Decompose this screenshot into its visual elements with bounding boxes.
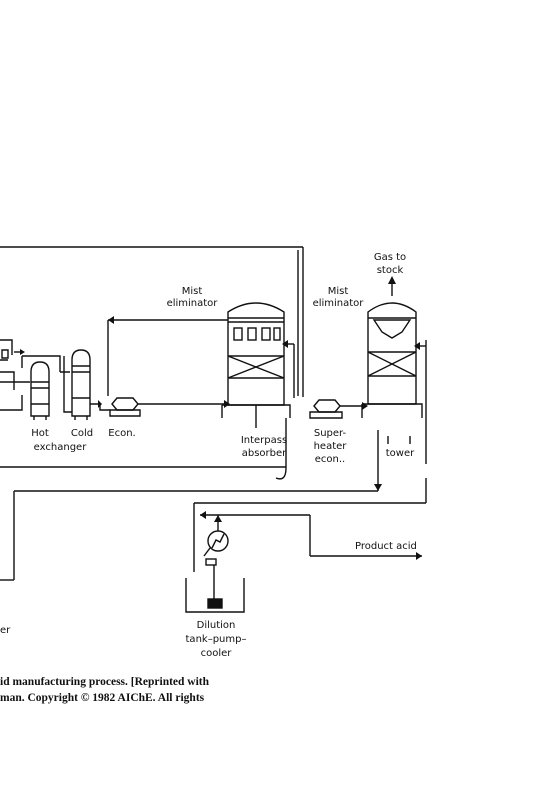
superheater-label-1: Super- bbox=[314, 428, 347, 439]
hot-label: Hot bbox=[31, 428, 49, 439]
econ-label: Econ. bbox=[108, 428, 135, 439]
absorber-label: absorber bbox=[242, 448, 287, 459]
acid-headers bbox=[0, 430, 427, 581]
figure-caption-line-1: id manufacturing process. [Reprinted wit… bbox=[0, 676, 210, 688]
diagram-labels: Gas to stock Mist eliminator Mist elimin… bbox=[0, 252, 417, 659]
gas-to-stock-label-1: Gas to bbox=[374, 252, 406, 263]
er-fragment-label: er bbox=[0, 625, 11, 636]
product-acid-label: Product acid bbox=[355, 541, 417, 552]
dilution-label-2: tank–pump– bbox=[186, 634, 247, 645]
dilution-label-3: cooler bbox=[201, 648, 233, 659]
interpass-absorber-tower bbox=[221, 250, 299, 480]
figure-caption-line-2: man. Copyright © 1982 AIChE. All rights bbox=[0, 692, 205, 704]
mist-eliminator-right-1: Mist bbox=[328, 286, 349, 297]
superheater-label-3: econ.. bbox=[315, 454, 345, 465]
dilution-label-1: Dilution bbox=[197, 620, 236, 631]
top-gas-line bbox=[0, 246, 304, 397]
gas-to-stock-label-2: stock bbox=[377, 265, 404, 276]
superheater-label-2: heater bbox=[314, 441, 348, 452]
tower-label: tower bbox=[386, 448, 415, 459]
dilution-tank-pump-cooler bbox=[185, 515, 245, 613]
cold-exchanger-vessel bbox=[63, 349, 110, 420]
interpass-label: Interpass bbox=[241, 435, 287, 446]
mist-eliminator-left-2: eliminator bbox=[167, 298, 219, 309]
cold-label: Cold bbox=[71, 428, 93, 439]
hot-exchanger-vessel bbox=[21, 355, 70, 420]
exchanger-label: exchanger bbox=[34, 442, 88, 453]
superheater-econ-fan bbox=[309, 399, 368, 419]
economizer-fan bbox=[109, 397, 230, 417]
left-partial-equipment bbox=[0, 339, 286, 468]
final-absorber-tower bbox=[361, 276, 427, 464]
mist-eliminator-left-1: Mist bbox=[182, 286, 203, 297]
mist-eliminator-right-2: eliminator bbox=[313, 298, 365, 309]
mist-recycle-line bbox=[107, 316, 228, 396]
